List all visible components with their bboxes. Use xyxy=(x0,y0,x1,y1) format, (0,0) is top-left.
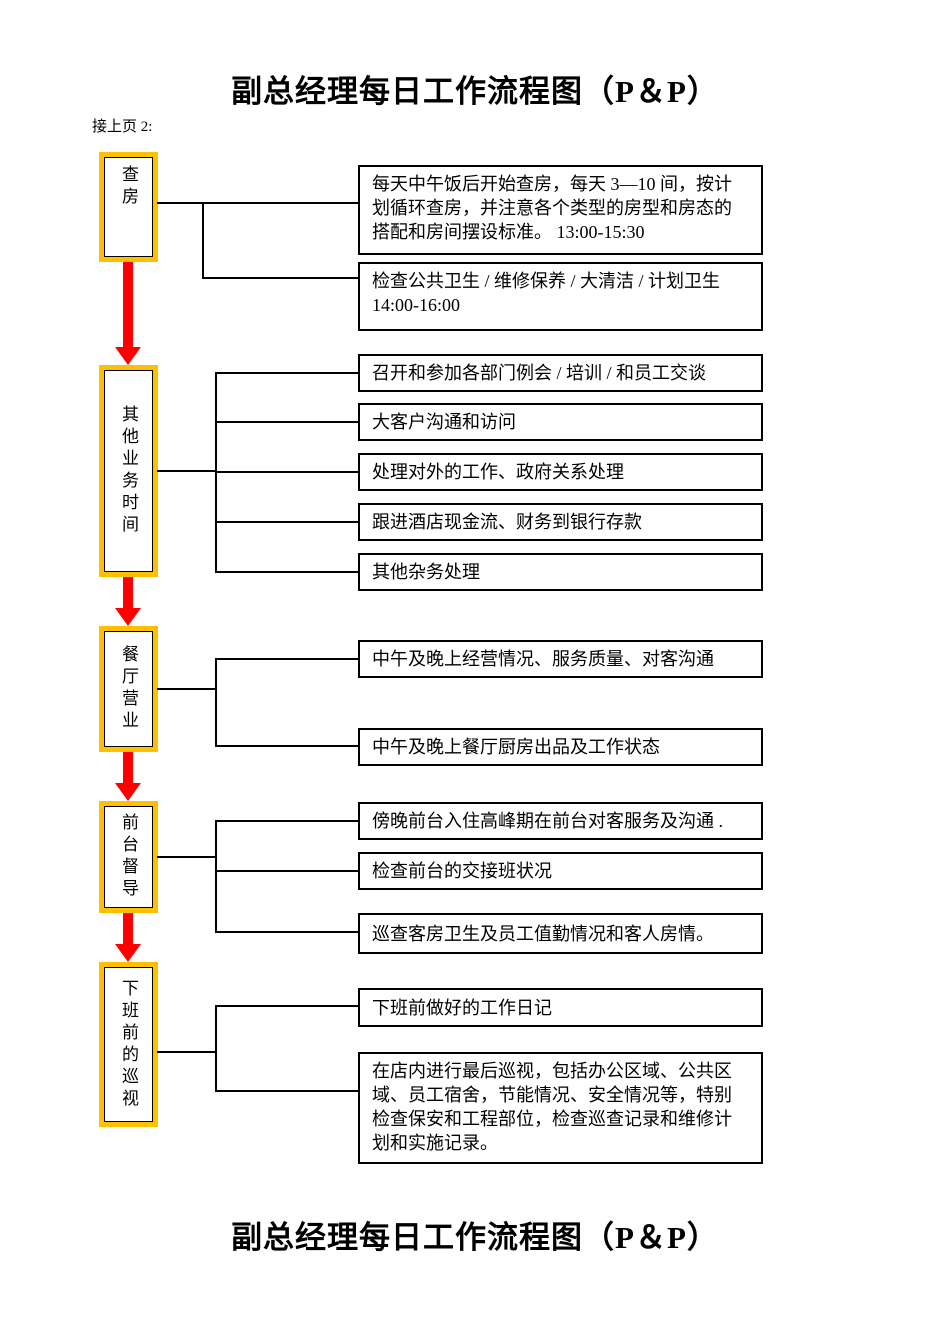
task-text: 跟进酒店现金流、财务到银行存款 xyxy=(372,512,642,532)
down-arrow xyxy=(123,752,133,783)
stage-label: 其他业务时间 xyxy=(119,405,138,537)
task-box: 中午及晚上经营情况、服务质量、对客沟通 xyxy=(358,640,763,678)
task-text: 其他杂务处理 xyxy=(372,562,480,582)
down-arrow-head xyxy=(115,783,141,801)
connector-line xyxy=(215,1005,217,1092)
connector-line xyxy=(202,202,204,279)
connector-line xyxy=(215,658,358,660)
task-box: 处理对外的工作、政府关系处理 xyxy=(358,453,763,491)
down-arrow-head xyxy=(115,944,141,962)
task-text: 每天中午饭后开始查房，每天 3—10 间，按计划循环查房，并注意各个类型的房型和… xyxy=(372,174,732,242)
task-box: 跟进酒店现金流、财务到银行存款 xyxy=(358,503,763,541)
task-box: 中午及晚上餐厅厨房出品及工作状态 xyxy=(358,728,763,766)
down-arrow xyxy=(123,577,133,608)
connector-line xyxy=(215,471,358,473)
connector-line xyxy=(215,1090,358,1092)
task-text: 傍晚前台入住高峰期在前台对客服务及沟通 . xyxy=(372,811,723,831)
connector-line xyxy=(157,470,217,472)
task-box: 每天中午饭后开始查房，每天 3—10 间，按计划循环查房，并注意各个类型的房型和… xyxy=(358,165,763,255)
task-box: 检查前台的交接班状况 xyxy=(358,852,763,890)
task-box: 在店内进行最后巡视，包括办公区域、公共区域、员工宿舍，节能情况、安全情况等，特别… xyxy=(358,1052,763,1164)
connector-line xyxy=(215,1005,358,1007)
connector-line xyxy=(215,521,358,523)
task-box: 召开和参加各部门例会 / 培训 / 和员工交谈 xyxy=(358,354,763,392)
stage-label: 下班前的巡视 xyxy=(119,978,138,1111)
down-arrow-head xyxy=(115,347,141,365)
connector-line xyxy=(215,372,358,374)
task-text: 检查公共卫生 / 维修保养 / 大清洁 / 计划卫生 14:00-16:00 xyxy=(372,271,721,315)
task-box: 下班前做好的工作日记 xyxy=(358,988,763,1027)
task-text: 中午及晚上经营情况、服务质量、对客沟通 xyxy=(372,649,714,669)
task-text: 中午及晚上餐厅厨房出品及工作状态 xyxy=(372,737,660,757)
down-arrow xyxy=(123,913,133,944)
task-box: 大客户沟通和访问 xyxy=(358,403,763,441)
down-arrow xyxy=(123,262,133,347)
connector-line xyxy=(215,820,358,822)
connector-line xyxy=(157,856,217,858)
connector-line xyxy=(215,658,217,747)
task-box: 检查公共卫生 / 维修保养 / 大清洁 / 计划卫生 14:00-16:00 xyxy=(358,262,763,331)
page-title: 副总经理每日工作流程图（P＆P） xyxy=(231,74,719,109)
task-text: 处理对外的工作、政府关系处理 xyxy=(372,462,624,482)
connector-line xyxy=(202,277,358,279)
down-arrow-head xyxy=(115,608,141,626)
task-text: 巡查客房卫生及员工值勤情况和客人房情。 xyxy=(372,923,714,944)
continuation-note: 接上页 2: xyxy=(92,119,153,135)
stage-label: 查房 xyxy=(119,165,138,209)
stage-box-closing-patrol: 下班前的巡视 xyxy=(99,962,158,1127)
page-title-bottom: 副总经理每日工作流程图（P＆P） xyxy=(231,1220,719,1255)
stage-label: 餐厅营业 xyxy=(119,645,138,733)
connector-line xyxy=(215,931,358,933)
connector-line xyxy=(215,745,358,747)
task-text: 下班前做好的工作日记 xyxy=(372,997,552,1018)
connector-line xyxy=(215,571,358,573)
stage-box-room-inspection: 查房 xyxy=(99,152,158,262)
task-text: 召开和参加各部门例会 / 培训 / 和员工交谈 xyxy=(372,363,707,383)
stage-box-front-desk: 前台督导 xyxy=(99,801,158,913)
connector-line xyxy=(215,820,217,933)
connector-line xyxy=(157,1051,217,1053)
task-box: 巡查客房卫生及员工值勤情况和客人房情。 xyxy=(358,913,763,954)
task-text: 大客户沟通和访问 xyxy=(372,412,516,432)
task-text: 在店内进行最后巡视，包括办公区域、公共区域、员工宿舍，节能情况、安全情况等，特别… xyxy=(372,1061,732,1153)
connector-line xyxy=(215,421,358,423)
task-box: 其他杂务处理 xyxy=(358,553,763,591)
connector-line xyxy=(157,202,358,204)
stage-box-restaurant: 餐厅营业 xyxy=(99,626,158,752)
task-text: 检查前台的交接班状况 xyxy=(372,861,552,881)
connector-line xyxy=(215,870,358,872)
stage-label: 前台督导 xyxy=(119,813,138,901)
connector-line xyxy=(157,688,217,690)
task-box: 傍晚前台入住高峰期在前台对客服务及沟通 . xyxy=(358,802,763,840)
stage-box-other-business: 其他业务时间 xyxy=(99,365,158,577)
